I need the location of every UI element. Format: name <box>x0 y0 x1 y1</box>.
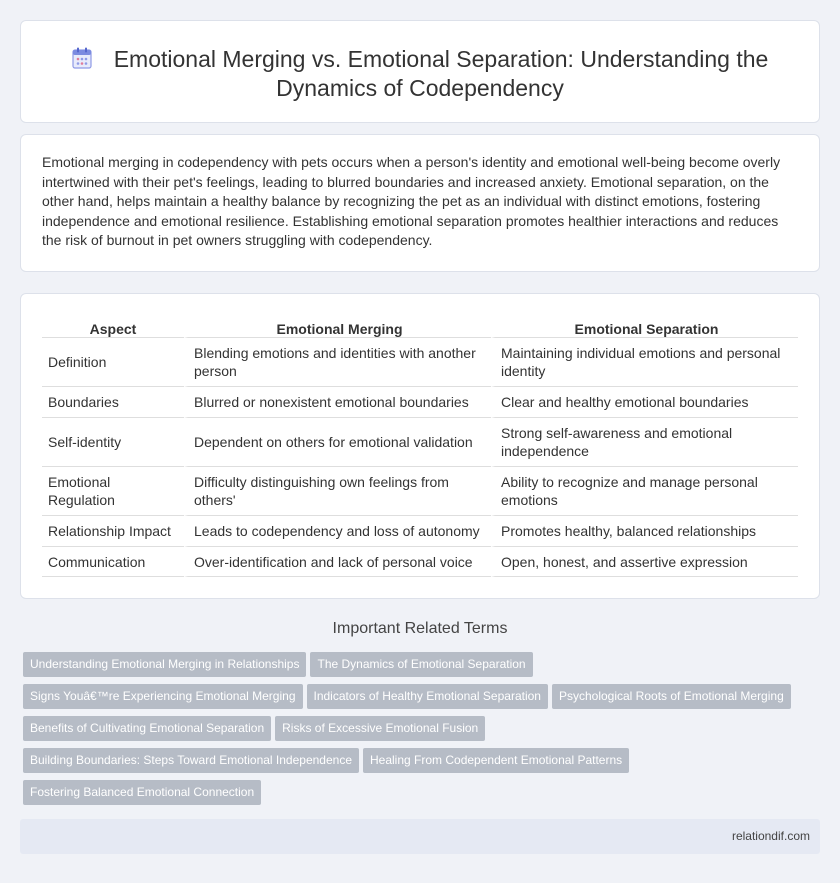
header: Emotional Merging vs. Emotional Separati… <box>21 45 819 103</box>
related-term-tag[interactable]: Building Boundaries: Steps Toward Emotio… <box>23 748 359 773</box>
table-row: Communication Over-identification and la… <box>42 546 798 577</box>
comparison-table: Aspect Emotional Merging Emotional Separ… <box>42 315 798 577</box>
intro-paragraph: Emotional merging in codependency with p… <box>42 154 781 248</box>
table-cell: Strong self-awareness and emotional inde… <box>491 417 798 466</box>
related-term-tag[interactable]: The Dynamics of Emotional Separation <box>310 652 533 677</box>
related-terms-list: Understanding Emotional Merging in Relat… <box>23 652 813 812</box>
table-row: Definition Blending emotions and identit… <box>42 337 798 386</box>
header-aspect: Aspect <box>89 321 137 337</box>
table-cell: Relationship Impact <box>42 515 184 546</box>
table-row: Boundaries Blurred or nonexistent emotio… <box>42 386 798 417</box>
related-term-tag[interactable]: Healing From Codependent Emotional Patte… <box>363 748 630 773</box>
table-row: Emotional Regulation Difficulty distingu… <box>42 466 798 515</box>
table-row: Self-identity Dependent on others for em… <box>42 417 798 466</box>
related-terms-title: Important Related Terms <box>332 620 508 637</box>
table-cell: Definition <box>42 337 184 386</box>
table-cell: Blurred or nonexistent emotional boundar… <box>184 386 491 417</box>
table-cell: Promotes healthy, balanced relationships <box>491 515 798 546</box>
table-cell: Communication <box>42 546 184 577</box>
table-cell: Ability to recognize and manage personal… <box>491 466 798 515</box>
table-row: Relationship Impact Leads to codependenc… <box>42 515 798 546</box>
page-title: Emotional Merging vs. Emotional Separati… <box>21 45 819 103</box>
table-cell: Blending emotions and identities with an… <box>184 337 491 386</box>
related-term-tag[interactable]: Understanding Emotional Merging in Relat… <box>23 652 307 677</box>
related-term-tag[interactable]: Psychological Roots of Emotional Merging <box>551 684 791 709</box>
header-emotional-merging: Emotional Merging <box>184 315 491 337</box>
table-cell: Leads to codependency and loss of autono… <box>184 515 491 546</box>
table-cell: Difficulty distinguishing own feelings f… <box>184 466 491 515</box>
header-card: Emotional Merging vs. Emotional Separati… <box>20 20 820 123</box>
related-term-tag[interactable]: Fostering Balanced Emotional Connection <box>23 780 262 805</box>
calendar-icon <box>72 47 92 69</box>
table-cell: Maintaining individual emotions and pers… <box>491 337 798 386</box>
comparison-card: Aspect Emotional Merging Emotional Separ… <box>20 293 820 599</box>
related-term-tag[interactable]: Risks of Excessive Emotional Fusion <box>275 716 486 741</box>
table-cell: Clear and healthy emotional boundaries <box>491 386 798 417</box>
footer: relationdif.com <box>20 819 820 854</box>
table-header-row: Aspect Emotional Merging Emotional Separ… <box>42 315 798 337</box>
table-cell: Self-identity <box>42 417 184 466</box>
table-cell: Dependent on others for emotional valida… <box>184 417 491 466</box>
header-emotional-separation: Emotional Separation <box>491 315 798 337</box>
table-cell: Over-identification and lack of personal… <box>184 546 491 577</box>
table-cell: Open, honest, and assertive expression <box>491 546 798 577</box>
footer-site-name: relationdif.com <box>731 829 810 843</box>
related-term-tag[interactable]: Benefits of Cultivating Emotional Separa… <box>23 716 272 741</box>
table-cell: Boundaries <box>42 386 184 417</box>
related-term-tag[interactable]: Signs Youâ€™re Experiencing Emotional Me… <box>23 684 303 709</box>
intro-card: Emotional merging in codependency with p… <box>20 134 820 272</box>
page-title-text: Emotional Merging vs. Emotional Separati… <box>113 46 769 101</box>
table-cell: Emotional Regulation <box>42 466 184 515</box>
related-term-tag[interactable]: Indicators of Healthy Emotional Separati… <box>306 684 548 709</box>
